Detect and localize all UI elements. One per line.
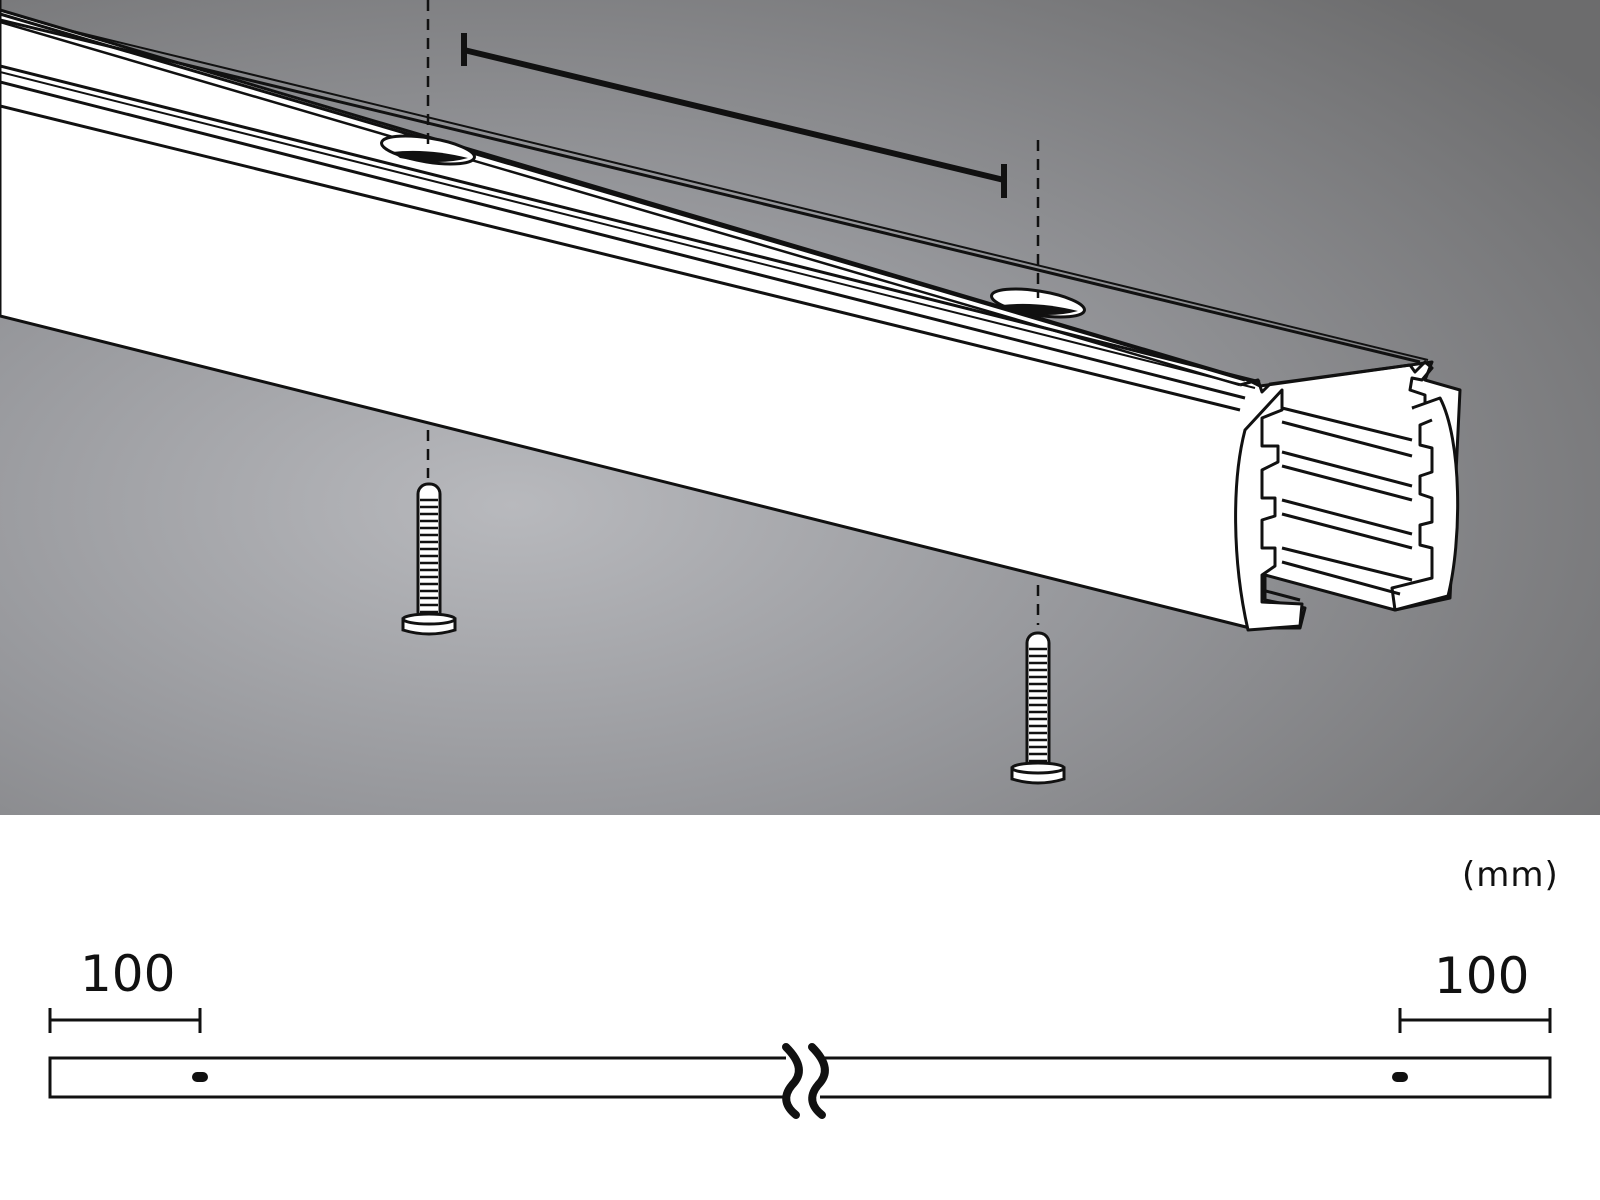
left-dimension-bracket bbox=[48, 1008, 202, 1033]
break-symbol-icon bbox=[782, 1043, 829, 1119]
right-dimension-bracket bbox=[1398, 1008, 1552, 1033]
rail-outline bbox=[48, 1056, 1552, 1099]
right-offset-label: 100 bbox=[1434, 947, 1530, 1005]
dimension-diagram: (mm) 100 100 bbox=[0, 815, 1600, 1200]
hole-mark-right bbox=[1392, 1072, 1408, 1082]
hole-mark-left bbox=[192, 1072, 208, 1082]
mounting-hole-right bbox=[990, 287, 1086, 319]
rail-end-profile bbox=[1234, 360, 1460, 632]
alignment-guides bbox=[426, 0, 1040, 625]
mounting-hole-left bbox=[380, 134, 476, 166]
screw-left bbox=[401, 482, 457, 636]
rail-illustration bbox=[0, 0, 1600, 815]
hole-spacing-indicator bbox=[461, 33, 1007, 198]
left-offset-label: 100 bbox=[80, 945, 176, 1003]
dimension-lines bbox=[48, 1008, 1552, 1119]
unit-label: (mm) bbox=[1462, 855, 1559, 895]
screw-right bbox=[1010, 631, 1066, 785]
